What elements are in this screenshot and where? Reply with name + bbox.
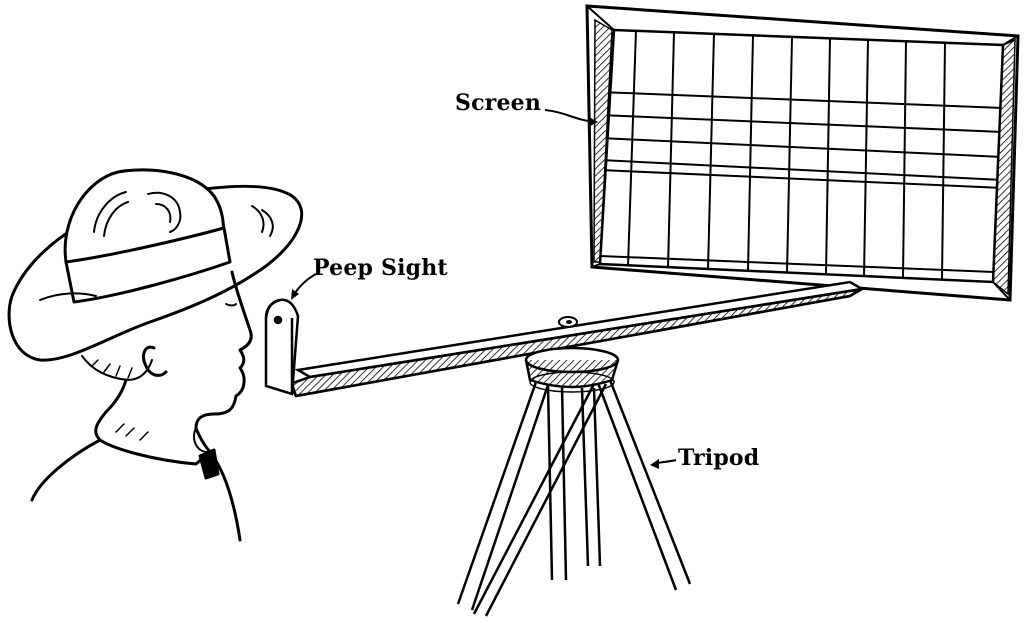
tripod-head <box>524 346 620 393</box>
tripod-legs <box>456 379 692 617</box>
tripod-label: Tripod <box>678 445 760 471</box>
screen-pointer-arrow <box>544 109 596 123</box>
screen-frame <box>585 4 1020 302</box>
sighting-arm <box>288 280 866 398</box>
screen-grid <box>600 30 1003 280</box>
screen-label: Screen <box>455 90 542 116</box>
scout-figure <box>7 168 304 542</box>
peep-sight-label: Peep Sight <box>313 255 448 281</box>
peep-sight-block <box>264 298 300 396</box>
